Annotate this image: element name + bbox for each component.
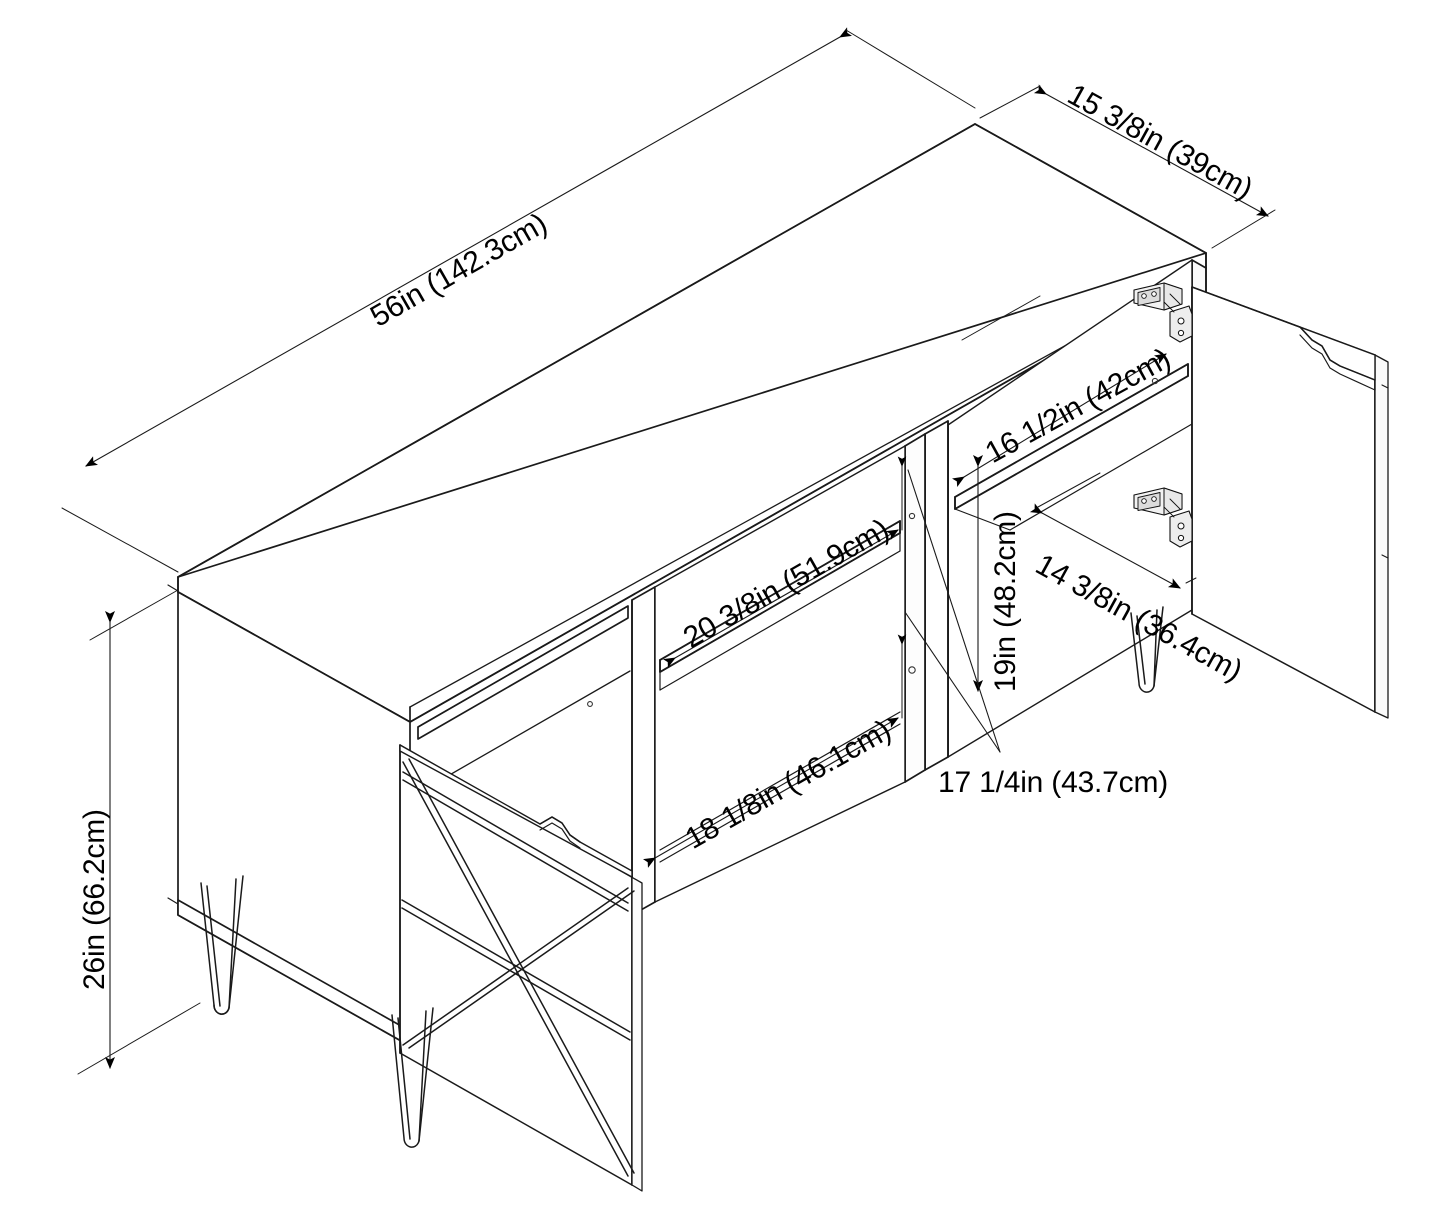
- shelf-pin-hole-center: [908, 512, 916, 520]
- left-door-x-decoration: [401, 758, 635, 1177]
- hairpin-leg-right: [1130, 606, 1164, 693]
- dimension-line-cabinet-interior-depth: [952, 295, 1167, 487]
- dimension-line-upper-shelf-width: [662, 456, 907, 668]
- right-door-panel-open: [1191, 286, 1389, 719]
- dimension-line-overall-depth: [979, 84, 1276, 249]
- left-door-panel-open: [399, 744, 643, 1192]
- center-divider-right-inner: [904, 433, 926, 783]
- dimension-line-overall-height: [77, 589, 201, 1075]
- dimension-line-door-panel-width: [1029, 472, 1197, 589]
- center-divider-left: [631, 586, 656, 916]
- hairpin-leg-center-left: [391, 1007, 434, 1148]
- shelf-pin-hole-left: [587, 701, 593, 707]
- center-divider-right: [924, 420, 949, 771]
- cable-hole-center: [908, 666, 916, 674]
- hairpin-leg-front-left: [200, 875, 244, 1015]
- dimension-leader-compartment-opening-2: [907, 469, 1001, 753]
- dimension-label-cabinet-interior-height: 19in (48.2cm): [989, 511, 1022, 692]
- dimension-label-overall-height: 26in (66.2cm): [78, 809, 111, 990]
- dimension-line-lower-shelf-width: [642, 634, 907, 868]
- dimension-line-overall-width: [61, 27, 976, 573]
- dimension-leader-compartment-opening: [904, 611, 1001, 753]
- dimension-label-compartment-opening: 17 1/4in (43.7cm): [938, 766, 1169, 799]
